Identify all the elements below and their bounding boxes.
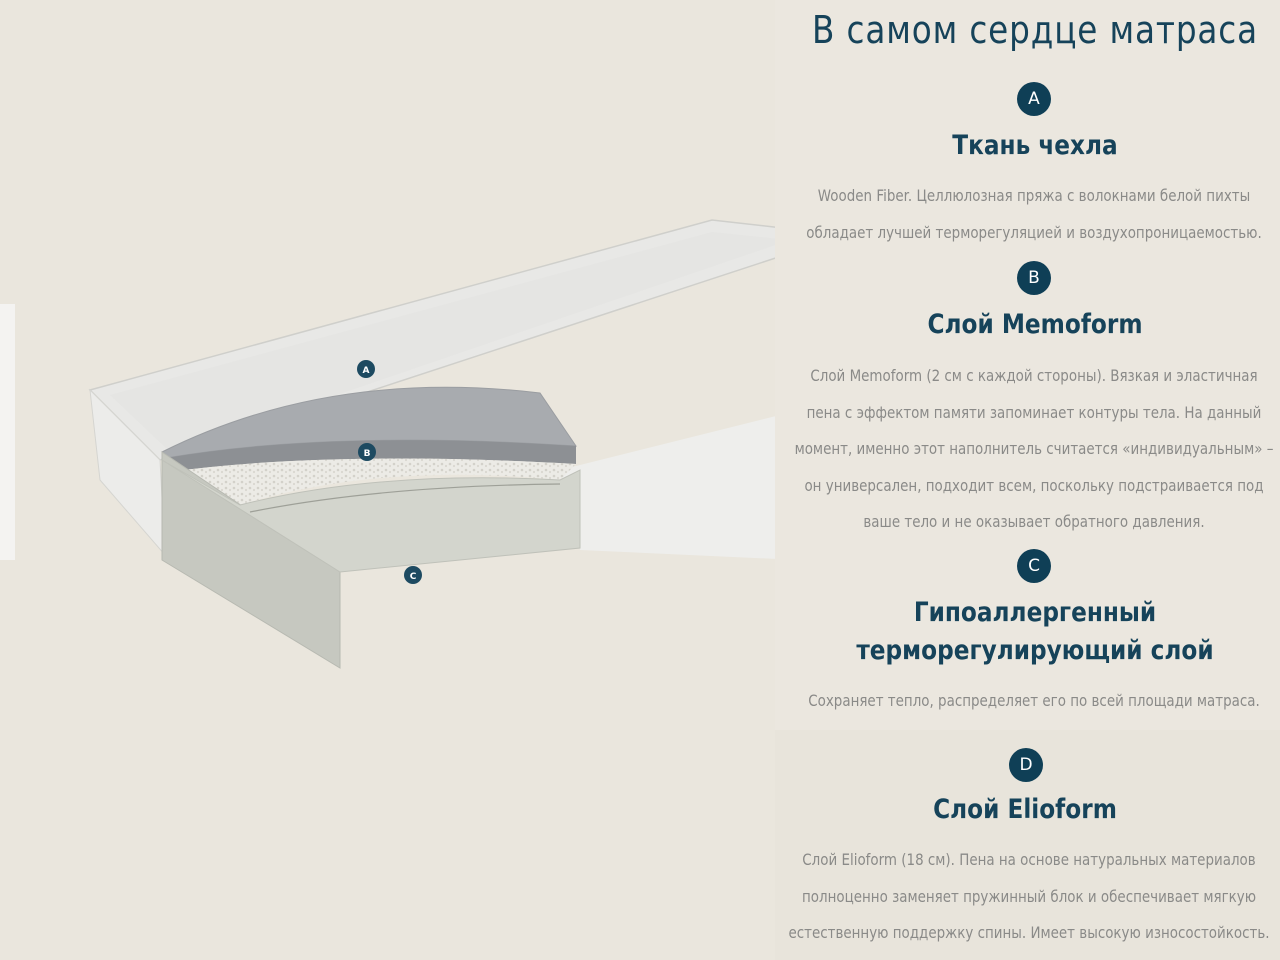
mattress-side [560, 416, 775, 559]
fluff-layer [168, 458, 576, 505]
layers-description-panel: В самом сердце матраса A Ткань чехла Woo… [775, 0, 1280, 960]
section-text-memoform: Слой Memoform (2 см с каждой стороны). В… [794, 366, 1274, 531]
badge-b: B [1017, 261, 1051, 295]
section-text-elioform: Слой Elioform (18 см). Пена на основе на… [788, 850, 1270, 942]
svg-text:C: C [410, 572, 417, 582]
svg-text:B: B [364, 449, 371, 459]
section-text-thermo: Сохраняет тепло, распределяет его по все… [808, 691, 1260, 710]
mattress-illustration: A B C [88, 219, 775, 669]
section-title-elioform: Слой Elioform [933, 794, 1117, 825]
badge-c: C [1017, 549, 1051, 583]
badge-d: D [1009, 748, 1043, 782]
section-text-cover: Wooden Fiber. Целлюлозная пряжа с волокн… [806, 186, 1262, 242]
marker-b-icon [358, 443, 376, 461]
svg-text:A: A [363, 366, 370, 376]
section-title-cover: Ткань чехла [952, 130, 1118, 161]
left-edge-panel [0, 304, 15, 560]
page-title: В самом сердце матраса [811, 8, 1259, 52]
section-title-memoform: Слой Memoform [927, 309, 1143, 340]
marker-a-icon [357, 360, 375, 378]
badge-a: A [1017, 82, 1051, 116]
marker-c-icon [404, 566, 422, 584]
section-title-thermo: Гипоаллергенный терморегулирующий слой [856, 597, 1214, 666]
base-foam-cut [161, 459, 581, 573]
